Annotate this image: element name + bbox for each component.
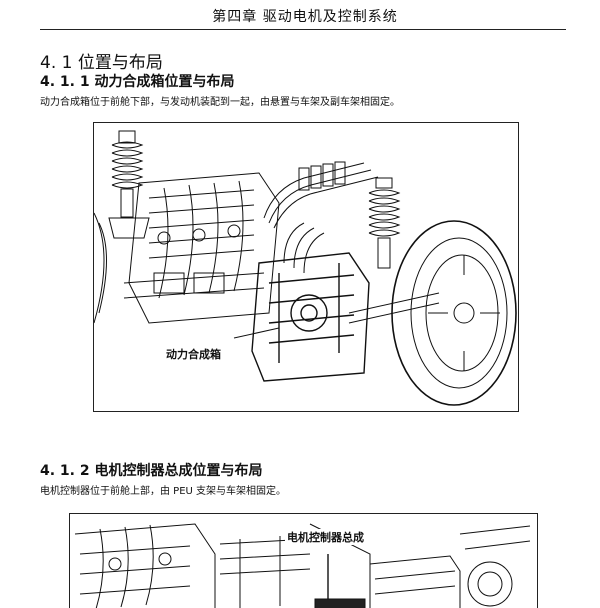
left-strut-spring	[108, 130, 150, 239]
motor-controller-illustration	[74, 523, 531, 608]
motor-controller-figure	[69, 513, 538, 608]
header-rule	[40, 29, 566, 30]
subsection-title-motor-controller: 4. 1. 2 电机控制器总成位置与布局	[40, 463, 263, 479]
cable-harness	[263, 161, 379, 274]
chapter-header: 第四章 驱动电机及控制系统	[212, 9, 398, 25]
engine-bay-illustration	[94, 130, 517, 406]
subsection-title-power-box: 4. 1. 1 动力合成箱位置与布局	[40, 74, 235, 90]
power-combination-box-drawing	[251, 252, 370, 382]
motor-controller-label: 电机控制器总成	[285, 529, 366, 545]
power-box-figure	[93, 122, 519, 412]
power-box-description: 动力合成箱位于前舱下部，与发动机装配到一起，由悬置与车架及副车架相固定。	[40, 97, 400, 108]
power-box-label: 动力合成箱	[164, 346, 223, 362]
right-wheel	[391, 220, 517, 406]
section-title: 4. 1 位置与布局	[40, 53, 163, 73]
right-strut-spring	[368, 177, 401, 269]
motor-controller-description: 电机控制器位于前舱上部，由 PEU 支架与车架相固定。	[40, 486, 287, 497]
